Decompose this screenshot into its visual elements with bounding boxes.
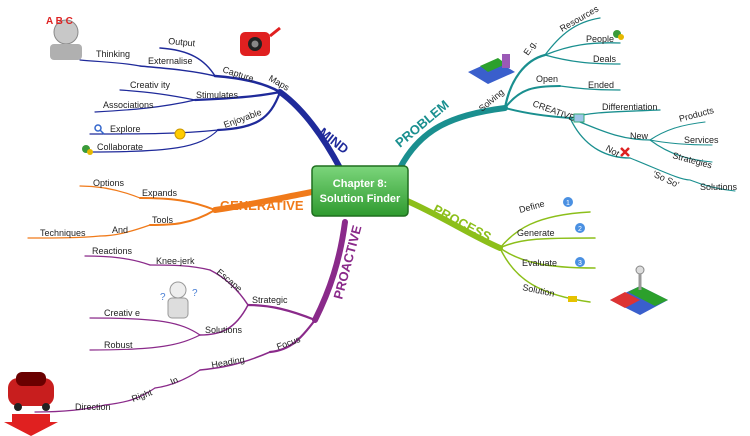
proactive-solutions: Solutions (205, 325, 243, 335)
problem-solutions: Solutions (700, 182, 738, 192)
generative-expands: Expands (142, 188, 178, 198)
branch-problem (397, 17, 736, 192)
thinker-icon: ? ? (160, 281, 198, 319)
presentation-icon (568, 296, 577, 302)
mind-thinking: Thinking (96, 49, 130, 59)
mind-externalise: Externalise (148, 56, 193, 66)
process-title: PROCESS (431, 201, 494, 244)
figure-puzzle-icon (610, 265, 668, 315)
problem-open: Open (536, 74, 558, 84)
mind-capture: Capture (221, 64, 255, 83)
process-define: Define (518, 199, 546, 215)
proactive-knee-jerk: Knee-jerk (156, 256, 195, 266)
thinker-icon: A B C (46, 16, 82, 60)
problem-so-so: 'So So' (651, 169, 681, 190)
center-title-line1: Chapter 8: (333, 178, 387, 190)
center-node: Chapter 8: Solution Finder (311, 165, 409, 217)
people-icon (82, 145, 93, 155)
puzzle-icon (468, 54, 515, 84)
camera-icon (240, 26, 281, 56)
problem-services: Services (684, 135, 719, 145)
proactive-right: Right (130, 387, 154, 404)
problem-differentiation: Differentiation (602, 102, 657, 112)
svg-text:?: ? (192, 288, 198, 299)
proactive-heading: Heading (211, 354, 246, 370)
svg-text:2: 2 (578, 226, 582, 233)
svg-text:3: 3 (578, 260, 582, 267)
branch-generative (27, 185, 315, 239)
branch-proactive (34, 219, 348, 413)
mind-output: Output (168, 36, 196, 48)
proactive-focus: Focus (275, 334, 302, 352)
problem-creative: CREATIVE (531, 98, 576, 123)
problem-ended: Ended (588, 80, 614, 90)
generative-techniques: Techniques (40, 228, 86, 238)
proactive-direction: Direction (75, 402, 111, 412)
center-title-line2: Solution Finder (320, 193, 401, 205)
smiley-icon (174, 128, 186, 140)
people-icon (613, 30, 624, 40)
mind-explore: Explore (110, 124, 141, 134)
problem-new: New (630, 131, 649, 141)
mind-creativity: Creativ ity (130, 80, 171, 90)
problem-products: Products (678, 105, 715, 124)
magnifier-icon (94, 124, 105, 135)
process-solution: Solution (522, 282, 556, 299)
svg-text:A B C: A B C (46, 16, 73, 27)
generative-tools: Tools (152, 215, 174, 225)
mind-associations: Associations (103, 100, 154, 110)
number-badge-icon: 1 2 3 (563, 197, 585, 267)
problem-strategies: Strategies (671, 150, 713, 170)
proactive-strategic: Strategic (252, 295, 288, 305)
car-icon (8, 372, 54, 411)
problem-eg: E.g. (521, 38, 538, 57)
branch-mind (79, 47, 343, 171)
cross-icon (620, 147, 630, 157)
generative-options: Options (93, 178, 125, 188)
proactive-escape: Escape (215, 267, 244, 294)
arrow-down-icon (4, 414, 58, 436)
svg-text:1: 1 (566, 200, 570, 207)
generative-and: And (112, 225, 128, 235)
process-generate: Generate (517, 228, 555, 238)
svg-text:?: ? (160, 292, 166, 303)
mind-collaborate: Collaborate (97, 142, 143, 152)
mind-stimulates: Stimulates (196, 90, 239, 100)
proactive-reactions: Reactions (92, 246, 133, 256)
proactive-robust: Robust (104, 340, 133, 350)
presentation-icon (573, 113, 585, 123)
problem-people: People (586, 34, 614, 44)
problem-deals: Deals (593, 54, 617, 64)
process-evaluate: Evaluate (522, 258, 557, 268)
proactive-creative: Creativ e (104, 308, 140, 318)
proactive-in: In (169, 375, 180, 387)
generative-title: GENERATIVE (220, 198, 304, 213)
